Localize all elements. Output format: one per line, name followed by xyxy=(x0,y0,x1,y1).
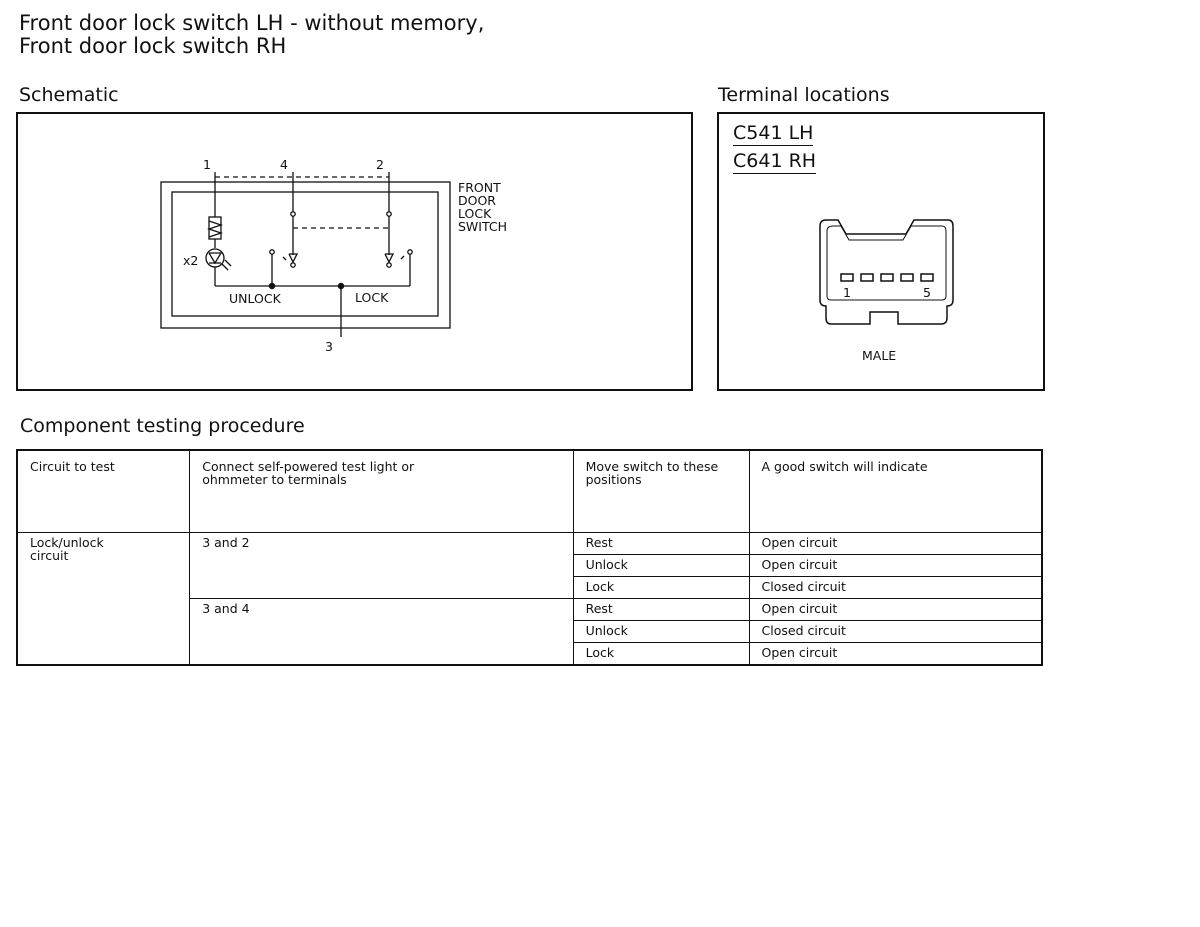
column-header: Circuit to test xyxy=(16,449,191,533)
table-row: 3 and 4 Rest Open circuit xyxy=(17,598,1043,666)
pin-label-4: 4 xyxy=(280,157,288,172)
pin-label-3: 3 xyxy=(325,339,333,354)
terminal-locations-heading: Terminal locations xyxy=(718,84,890,106)
switch-name-line-1: FRONT xyxy=(458,180,501,195)
testing-heading: Component testing procedure xyxy=(20,415,305,437)
connector-gender-label: MALE xyxy=(862,348,896,363)
position-cell: Rest xyxy=(572,598,750,621)
connector-body-outline xyxy=(819,219,954,325)
switch-housing-inner xyxy=(171,191,439,317)
connector-face-diagram: 1 5 MALE xyxy=(819,219,954,363)
table-row: Unlock Closed circuit xyxy=(17,620,1043,643)
switch-name-line-3: LOCK xyxy=(458,206,492,221)
schematic-diagram: 1 4 2 3 x2 UNLOCK LOCK FRONT DOOR LOCK S… xyxy=(160,157,507,354)
position-cell: Rest xyxy=(572,532,750,555)
column-header: Connect self-powered test light or ohmme… xyxy=(189,449,574,533)
page-title: Front door lock switch LH - without memo… xyxy=(19,12,484,58)
position-cell: Lock xyxy=(572,642,750,666)
position-cell: Unlock xyxy=(572,620,750,643)
pin-label-1: 1 xyxy=(203,157,211,172)
result-cell: Open circuit xyxy=(748,532,1043,555)
table-header-row: Circuit to test Connect self-powered tes… xyxy=(16,449,1043,533)
testing-table: Circuit to test Connect self-powered tes… xyxy=(16,449,1043,666)
terminal-pin-2 xyxy=(860,273,874,282)
column-header: Move switch to these positions xyxy=(572,449,750,533)
page-title-line-2: Front door lock switch RH xyxy=(19,34,287,58)
position-cell: Lock xyxy=(572,576,750,599)
result-cell: Open circuit xyxy=(748,598,1043,621)
terminals-cell: 3 and 2 xyxy=(189,532,574,599)
switch-name-line-2: DOOR xyxy=(458,193,496,208)
pin-label-2: 2 xyxy=(376,157,384,172)
result-cell: Open circuit xyxy=(748,554,1043,577)
schematic-heading: Schematic xyxy=(19,84,119,106)
switch-housing-outer xyxy=(160,181,451,329)
result-cell: Open circuit xyxy=(748,642,1043,666)
switch-name-line-4: SWITCH xyxy=(458,219,507,234)
terminal-pin-5 xyxy=(920,273,934,282)
lock-label: LOCK xyxy=(355,290,389,305)
result-cell: Closed circuit xyxy=(748,620,1043,643)
terminal-pin-4 xyxy=(900,273,914,282)
connector-rh-label: C641 RH xyxy=(733,150,817,174)
terminal-pin-3 xyxy=(880,273,894,282)
unlock-label: UNLOCK xyxy=(229,291,282,306)
terminal-locations-panel: C541 LH C641 RH 1 5 MALE xyxy=(717,112,1045,391)
pin-number-last: 5 xyxy=(923,285,931,300)
pin-number-first: 1 xyxy=(843,285,851,300)
page-title-line-1: Front door lock switch LH - without memo… xyxy=(19,11,485,35)
schematic-panel: 1 4 2 3 x2 UNLOCK LOCK FRONT DOOR LOCK S… xyxy=(16,112,693,391)
lamp-led-symbol xyxy=(205,248,225,268)
circuit-cell: Lock/unlock circuit xyxy=(16,532,191,666)
result-cell: Closed circuit xyxy=(748,576,1043,599)
column-header: A good switch will indicate xyxy=(748,449,1043,533)
terminals-cell: 3 and 4 xyxy=(189,598,574,666)
table-row: Unlock Open circuit xyxy=(17,554,1043,577)
table-row: Lock Open circuit xyxy=(17,642,1043,666)
position-cell: Unlock xyxy=(572,554,750,577)
lamp-count-label: x2 xyxy=(183,253,198,268)
terminal-pin-1 xyxy=(840,273,854,282)
table-row: Lock/unlock circuit 3 and 2 Rest Open ci… xyxy=(16,532,1043,666)
connector-lh-label: C541 LH xyxy=(733,122,814,146)
